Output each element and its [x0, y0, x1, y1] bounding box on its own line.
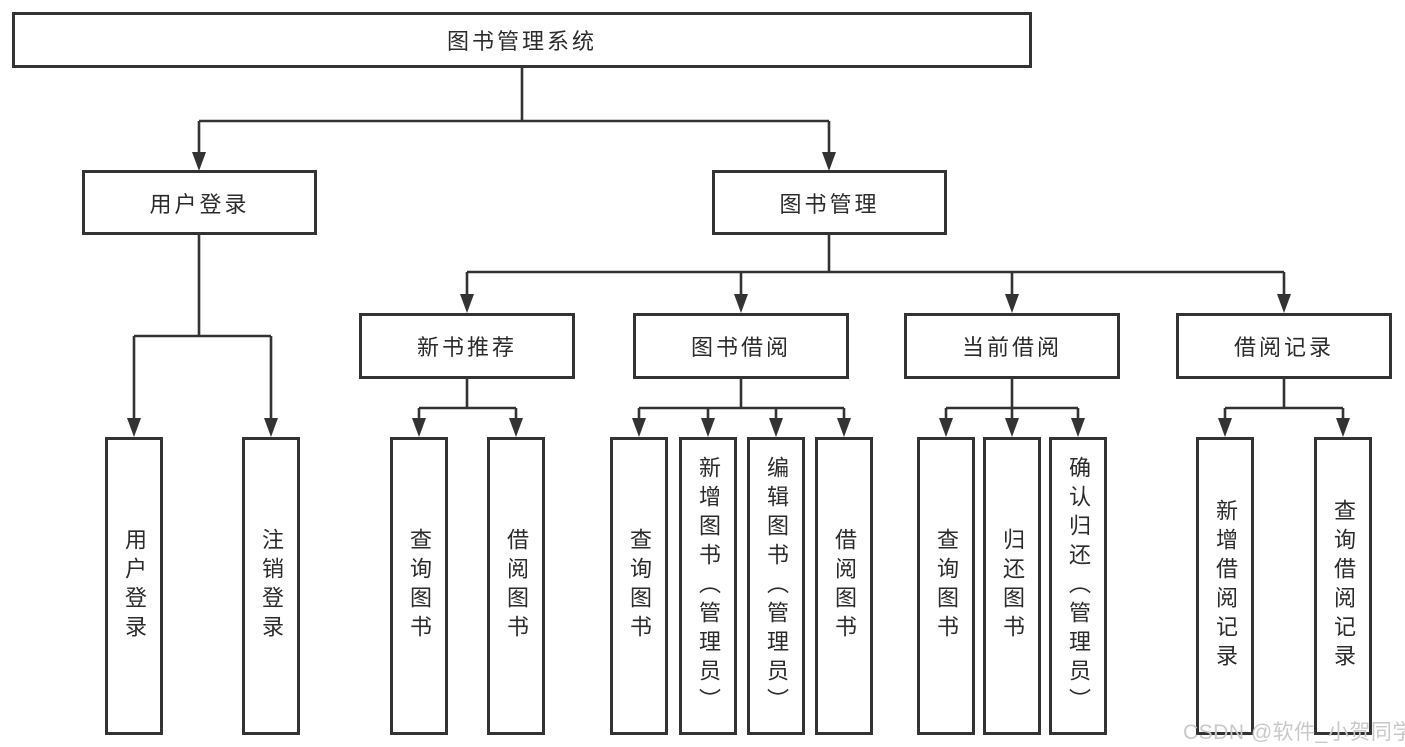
leaf-add-books-admin: 新增图书（管理员）	[679, 437, 737, 735]
node-label: 查询借阅记录	[1331, 499, 1356, 673]
leaf-user-login: 用户登录	[105, 437, 163, 735]
node-label: 借阅图书	[504, 528, 529, 644]
leaf-query-books-recommend: 查询图书	[390, 437, 448, 735]
node-label: 图书管理	[779, 191, 880, 217]
leaf-confirm-return-admin: 确认归还（管理员）	[1049, 437, 1107, 735]
leaf-borrow-books-recommend: 借阅图书	[487, 437, 545, 735]
node-current-borrowing: 当前借阅	[904, 313, 1120, 379]
node-user-login-branch: 用户登录	[82, 170, 317, 235]
node-label: 确认归还（管理员）	[1066, 455, 1091, 717]
node-library-management-system: 图书管理系统	[12, 12, 1032, 68]
node-label: 查询图书	[407, 528, 432, 644]
node-label: 查询图书	[627, 528, 652, 644]
leaf-add-borrow-record: 新增借阅记录	[1196, 437, 1254, 735]
node-label: 注销登录	[259, 528, 284, 644]
node-label: 当前借阅	[961, 335, 1062, 360]
node-label: 新书推荐	[416, 335, 517, 360]
node-label: 图书管理系统	[446, 29, 597, 54]
node-label: 新增图书（管理员）	[696, 455, 721, 717]
node-label: 查询图书	[934, 528, 959, 644]
leaf-query-books-borrowing: 查询图书	[610, 437, 668, 735]
csdn-watermark: CSDN @软件_小贺同学	[1183, 721, 1405, 744]
node-new-book-recommend: 新书推荐	[359, 313, 575, 379]
node-label: 借阅图书	[832, 528, 857, 644]
leaf-logout: 注销登录	[242, 437, 300, 735]
leaf-edit-books-admin: 编辑图书（管理员）	[747, 437, 805, 735]
node-book-management-branch: 图书管理	[712, 170, 947, 235]
node-book-borrowing: 图书借阅	[633, 313, 849, 379]
leaf-return-books: 归还图书	[983, 437, 1041, 735]
leaf-query-borrow-record: 查询借阅记录	[1314, 437, 1372, 735]
leaf-borrow-books: 借阅图书	[815, 437, 873, 735]
node-label: 借阅记录	[1233, 335, 1334, 360]
node-label: 编辑图书（管理员）	[764, 455, 789, 717]
node-label: 新增借阅记录	[1213, 499, 1238, 673]
node-label: 用户登录	[122, 528, 147, 644]
leaf-query-books-current: 查询图书	[917, 437, 975, 735]
node-label: 归还图书	[1000, 528, 1025, 644]
node-label: 图书借阅	[690, 335, 791, 360]
node-borrowing-records: 借阅记录	[1176, 313, 1392, 379]
node-label: 用户登录	[149, 191, 250, 217]
